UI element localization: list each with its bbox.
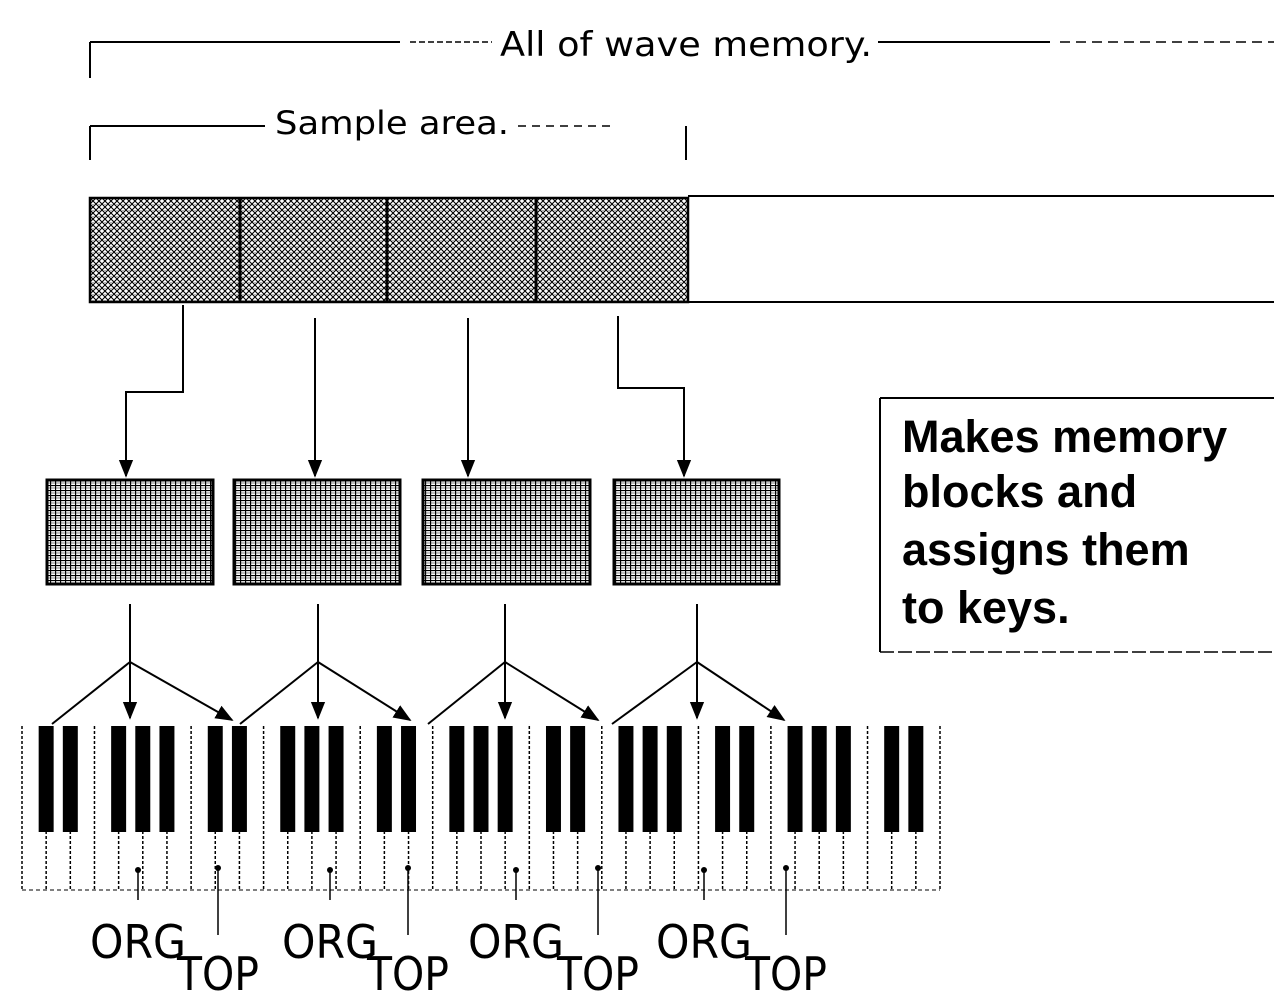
black-key [812, 726, 827, 832]
black-key [788, 726, 803, 832]
fan-arrow-right [130, 662, 232, 720]
org-pointer-dot [701, 867, 707, 873]
sample-area-label: Sample area. [275, 104, 509, 142]
black-key [908, 726, 923, 832]
top-pointer-dot [783, 865, 789, 871]
black-key [63, 726, 78, 832]
fan-arrow-right [505, 662, 598, 720]
black-key [135, 726, 150, 832]
arrow-block-1 [126, 305, 183, 476]
top-label: TOP [176, 947, 259, 994]
fan-arrow-left [428, 662, 505, 724]
black-key [474, 726, 489, 832]
sample-area-bracket: Sample area. [90, 104, 686, 160]
top-label: TOP [366, 947, 449, 994]
black-key [836, 726, 851, 832]
callout-line-2: blocks and [902, 466, 1137, 517]
top-pointer-dot [215, 865, 221, 871]
block-assignment-arrows [126, 305, 684, 476]
key-range-fan-4 [612, 604, 784, 724]
black-key [667, 726, 682, 832]
memory-block-4 [614, 480, 779, 584]
black-key [498, 726, 513, 832]
fan-arrow-right [318, 662, 410, 720]
fan-arrow-left [240, 662, 318, 724]
black-key [618, 726, 633, 832]
org-label: ORG [656, 915, 752, 969]
org-label: ORG [282, 915, 378, 969]
black-key [208, 726, 223, 832]
org-label: ORG [468, 915, 564, 969]
black-key [111, 726, 126, 832]
black-key [232, 726, 247, 832]
key-range-fan-2 [240, 604, 410, 724]
memory-block-2 [234, 480, 400, 584]
key-range-fan-3 [428, 604, 598, 724]
org-label: ORG [90, 915, 186, 969]
key-range-fan-1 [52, 604, 232, 724]
wave-memory-bracket: All of wave memory. [90, 25, 1274, 78]
callout-line-1: Makes memory [902, 411, 1227, 462]
callout-line-4: to keys. [902, 582, 1070, 633]
black-key [449, 726, 464, 832]
sample-area-fill [90, 198, 688, 302]
memory-block-1 [47, 480, 213, 584]
black-key [329, 726, 344, 832]
wave-memory-bar [90, 196, 1274, 302]
arrow-block-4 [618, 316, 684, 476]
black-key [570, 726, 585, 832]
callout-line-3: assigns them [902, 524, 1190, 575]
black-key [715, 726, 730, 832]
black-key [280, 726, 295, 832]
fan-arrow-left [52, 662, 130, 724]
key-range-arrows [52, 604, 784, 724]
black-key [377, 726, 392, 832]
top-label: TOP [744, 947, 827, 994]
black-key [546, 726, 561, 832]
memory-block-3 [423, 480, 590, 584]
wave-memory-label: All of wave memory. [500, 25, 872, 65]
fan-arrow-left [612, 662, 697, 724]
black-key [401, 726, 416, 832]
black-key [159, 726, 174, 832]
memory-blocks [47, 480, 779, 584]
black-key [643, 726, 658, 832]
keyboard [22, 726, 940, 890]
callout-box: Makes memory blocks and assigns them to … [880, 398, 1274, 652]
org-pointer-dot [327, 867, 333, 873]
org-pointer-dot [513, 867, 519, 873]
black-key [39, 726, 54, 832]
black-key [739, 726, 754, 832]
top-pointer-dot [595, 865, 601, 871]
black-key [884, 726, 899, 832]
org-pointer-dot [135, 867, 141, 873]
top-label: TOP [556, 947, 639, 994]
top-pointer-dot [405, 865, 411, 871]
black-key [304, 726, 319, 832]
fan-arrow-right [697, 662, 784, 720]
